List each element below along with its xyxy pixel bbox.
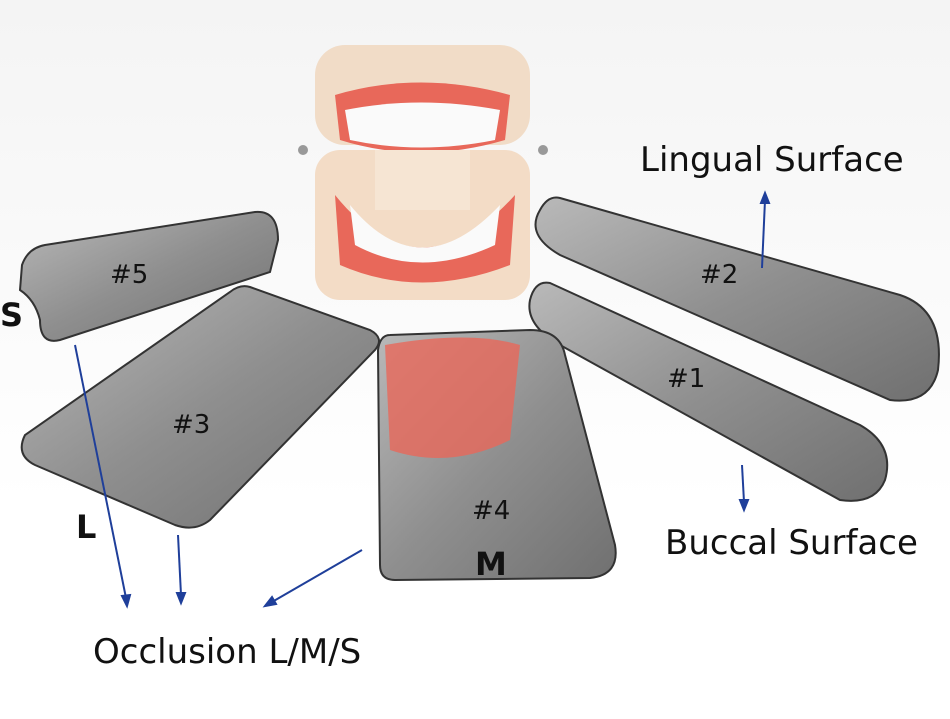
mirror-1-label: #1 bbox=[667, 364, 706, 394]
lingual-surface-label: Lingual Surface bbox=[640, 140, 904, 180]
mirror-2-label: #2 bbox=[700, 260, 739, 290]
dental-model bbox=[298, 45, 548, 300]
mirror-1 bbox=[528, 281, 889, 502]
buccal-surface-label: Buccal Surface bbox=[665, 523, 918, 563]
mirror-4-label: #4 bbox=[472, 496, 511, 526]
mirror-5 bbox=[18, 210, 280, 342]
size-s-label: S bbox=[0, 296, 24, 334]
mirror-2 bbox=[534, 196, 940, 402]
occlusion-label: Occlusion L/M/S bbox=[93, 632, 362, 672]
size-m-label: M bbox=[475, 545, 507, 583]
size-l-label: L bbox=[76, 508, 97, 546]
mirror-3-label: #3 bbox=[172, 410, 211, 440]
annotation-arrows bbox=[74, 190, 771, 609]
mirror-5-label: #5 bbox=[110, 260, 149, 290]
